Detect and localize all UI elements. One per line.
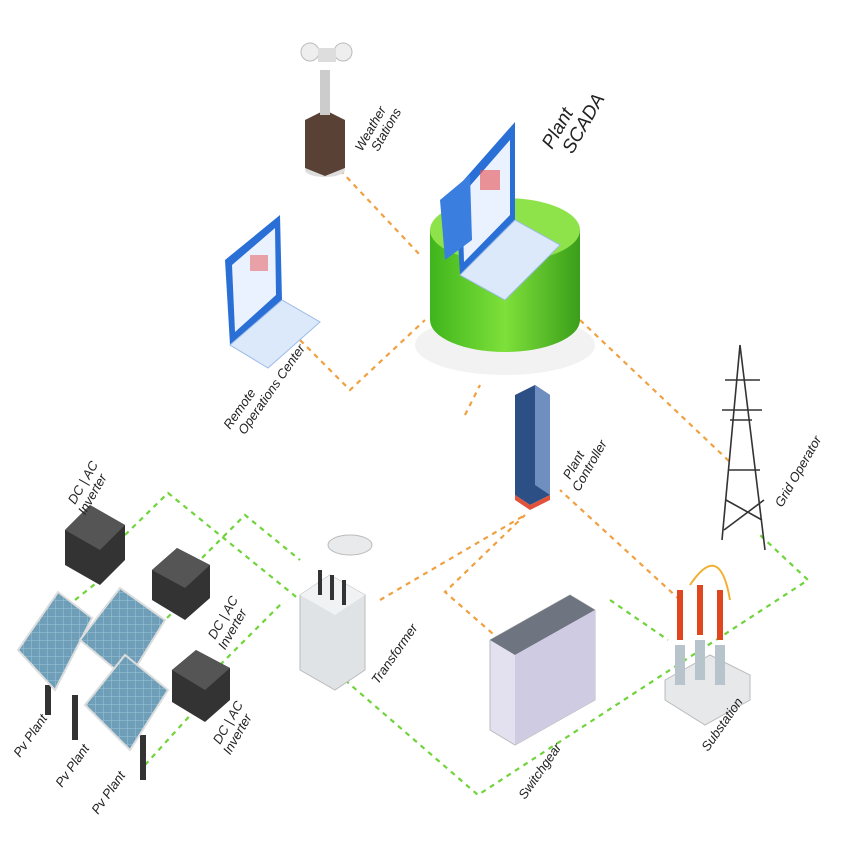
controller-label: PlantController [557, 430, 611, 494]
data-links [299, 169, 731, 641]
weather-label: WeatherStations [352, 98, 405, 161]
link-remote-scada [299, 319, 426, 392]
link-controller-scada [464, 384, 481, 416]
plant-controller[interactable] [515, 385, 550, 510]
link-transformer-controller [379, 514, 526, 601]
inverter-2[interactable] [152, 548, 210, 620]
remote-operations-laptop[interactable] [225, 215, 321, 369]
inverter-3[interactable] [172, 650, 230, 722]
switchgear-label: Switchgear [515, 740, 565, 802]
link-inverter2-transformer [194, 513, 301, 566]
substation[interactable] [664, 564, 751, 726]
link-substation-controller [559, 489, 681, 601]
inverter-1[interactable] [65, 505, 125, 585]
pv-3-label: Pv Plant [88, 767, 129, 816]
link-weather-scada [339, 169, 421, 256]
link-inverter1-transformer [124, 491, 301, 601]
pv-plant-3[interactable] [83, 653, 170, 780]
grid-label: Grid Operator [772, 433, 825, 510]
weather-station[interactable] [300, 42, 353, 177]
transformer-label: Transformer [368, 620, 421, 686]
transformer[interactable] [299, 534, 373, 691]
inverter-1-label: DC | ACInverter [63, 458, 114, 517]
pv-plant-1[interactable] [16, 590, 94, 715]
link-pv1-inverter1 [74, 579, 101, 601]
link-grid-scada [579, 319, 731, 463]
pv-plant-2[interactable] [72, 586, 167, 740]
link-transformer-grid [344, 534, 810, 797]
link-pv3-inverter3 [144, 709, 196, 766]
scada-label: PlantSCADA [538, 80, 609, 162]
link-inverter3-transformer [219, 601, 284, 666]
inverter-2-label: DC | ACInverter [203, 593, 254, 652]
pv-1-label: Pv Plant [10, 710, 51, 759]
plant-scada[interactable] [415, 122, 595, 375]
link-switchgear-substation [609, 599, 669, 641]
link-switchgear-controller [443, 514, 526, 641]
pv-2-label: Pv Plant [52, 740, 93, 789]
switchgear[interactable] [489, 594, 596, 746]
grid-tower[interactable] [721, 344, 766, 551]
scada-laptop [440, 122, 561, 301]
